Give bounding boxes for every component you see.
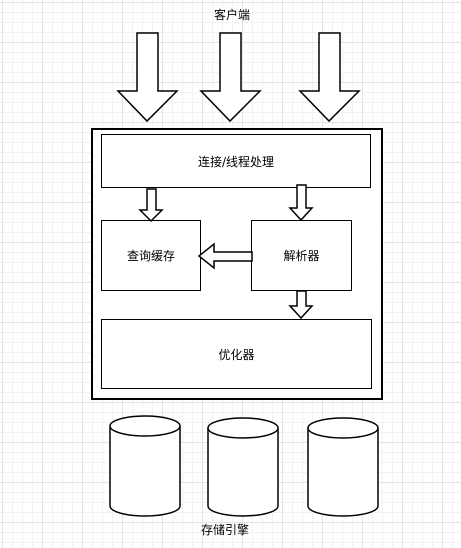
storage-cylinder-2 [207, 417, 279, 517]
arrow-connection-to-cache [138, 188, 164, 223]
client-arrow-3 [298, 32, 361, 123]
storage-cylinder-3 [307, 417, 379, 517]
storage-cylinder-1 [109, 415, 181, 517]
optimizer-node-label: 优化器 [218, 347, 255, 362]
client-label: 客户端 [213, 8, 251, 22]
client-arrow-2 [199, 32, 262, 123]
parser-node-label: 解析器 [283, 249, 320, 263]
query-cache-node-label: 查询缓存 [126, 249, 175, 263]
connection-node-label: 连接/线程处理 [197, 154, 275, 169]
arrow-connection-to-parser [288, 184, 314, 222]
connection-node: 连接/线程处理 [101, 134, 371, 188]
arrow-parser-to-cache [197, 242, 253, 270]
storage-engine-label: 存储引擎 [200, 523, 250, 537]
arrow-parser-to-optimizer [288, 290, 314, 320]
client-arrow-1 [116, 32, 179, 123]
optimizer-node: 优化器 [101, 319, 372, 389]
parser-node: 解析器 [251, 220, 352, 291]
query-cache-node: 查询缓存 [101, 220, 201, 291]
